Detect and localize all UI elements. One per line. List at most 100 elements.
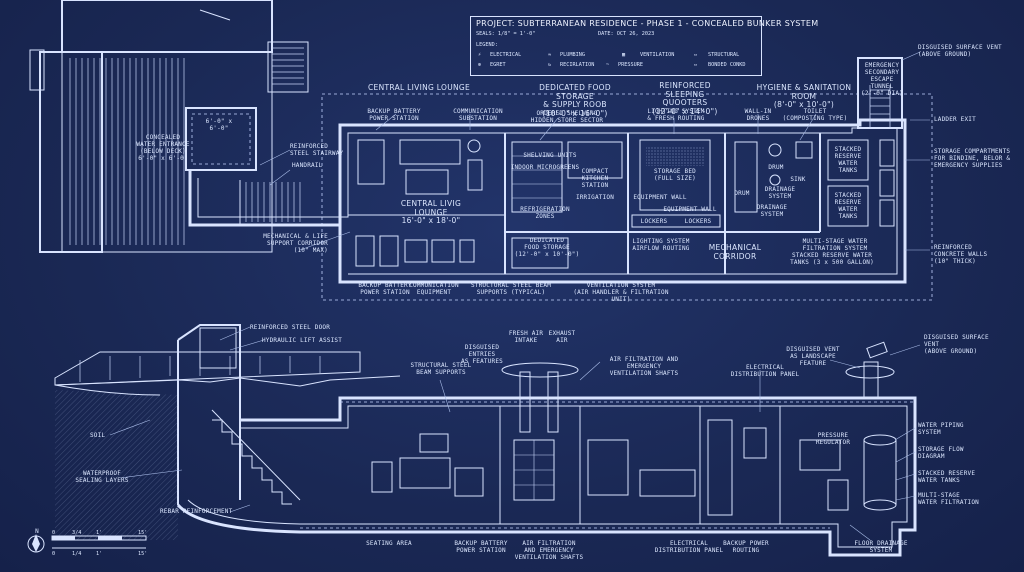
ventilation-icon: ▦ [622,52,626,58]
room-food-storage: DEDICATED FOOD STORAGE & SUPPLY ROOB (10… [539,83,611,118]
scale-bar [27,534,147,553]
callout-surface-vent-top: DISGUISED SURFACE VENT (ABOVE GROUND) [918,44,1002,58]
callout-lighting-airflow: LIGHTING SYSTEM AIRFLOW ROUTING [632,238,690,252]
callout-backup-battery: BACKUP BATTERY POWER STATION [454,540,508,554]
recirculation-icon: ↻ [548,62,552,68]
callout-concealed-hatch: CONCEALED WATER ENTRANCE (BELOW DECK) 6'… [136,134,190,162]
callout-backup-power: BACKUP POWER ROUTING [723,540,769,554]
callout-reinforced-stairway: REINFORCED STEEL STAIRWAY [290,143,344,157]
callout-stacked-reserve: STACKED RESERVE WATER TANKS [918,470,976,484]
callout-compact-kitchen: COMPACT KITCHEN STATION [581,168,609,189]
scale-tick-2: 1' [96,530,103,536]
structural-icon: ▭ [694,52,698,58]
callout-hydraulic: HYDRAULIC LIFT ASSIST [262,337,343,344]
callout-irrigation: IRRIGATION [575,194,615,201]
callout-refrigeration: REFRIGERATION ZONES [520,206,570,220]
callout-storage-flow: STORAGE FLOW DIAGRAM [918,446,964,460]
electrical-icon: ⚡ [478,52,482,58]
callout-shelving-top: ORDERED SHELVING HIDDEN STORE SECTOR [530,110,604,124]
callout-equipment-wall-a: EQUIPMENT WALL [633,194,687,201]
callout-multistage-plan: MULTI-STAGE WATER FILTRATION SYSTEM [802,238,868,252]
callout-structural-steel: STRUCTURAL STEEL BEAM SUPPORTS [410,362,472,376]
callout-exhaust: EXHAUST AIR [548,330,576,344]
callout-communication-top: COMMUNICATION SUBSTATION [453,108,503,122]
callout-indoor-microgreens: INDOOR MICROGREENS [510,164,580,171]
callout-stacked-tanks-a: STACKED RESERVE WATER TANKS [834,146,862,174]
callout-reinforced-walls: REINFORCED CONCRETE WALLS (10" THICK) [934,244,988,265]
callout-storage-compartments: STORAGE COMPARTMENTS FOR BINDINE, BELOR … [934,148,1011,169]
callout-seating: SEATING AREA [366,540,412,547]
scale-tick-3: 15' [138,530,148,536]
legend-plumbing: PLUMBING [560,52,585,58]
callout-drainage: DRAINAGE SYSTEM [764,186,796,200]
callout-shelving-units: SHELVING UNITS [523,152,577,159]
callout-sink: SINK [790,176,806,183]
room-central-living: CENTRAL LIVING LOUNGE [368,83,471,92]
callout-steel-door: REINFORCED STEEL DOOR [250,324,331,331]
callout-handrail: HANDRAIL [292,162,323,169]
scale-tick-b0: 0 [52,551,56,557]
legend-pressure: PRESSURE [618,62,643,68]
callout-emergency-tunnel: EMERGENCY SECONDARY ESCAPE TUNNEL (2'-0"… [861,62,903,97]
concealed-icon: ▭ [694,62,698,68]
callout-ladder-exit: LADDER EXIT [934,116,976,123]
scale-tick-0: 0 [52,530,56,536]
callout-stacked-tanks-b: STACKED RESERVE WATER TANKS [834,192,862,220]
pressure-icon: ~ [606,62,610,68]
scale-tick-b2: 1' [96,551,103,557]
callout-disguised-vent: DISGUISED VENT AS LANDSCAPE FEATURE [786,346,840,367]
callout-electrical-panel-top: ELECTRICAL DISTRIBUTION PANEL [730,364,800,378]
plan-walls [188,57,933,301]
date-note: DATE: OCT 26, 2023 [598,31,655,37]
section-view [54,324,917,557]
legend-recirculation: RECIRLATION [560,62,595,68]
legend-concealed: BONDED CONKD [708,62,746,68]
scale-tick-b1: 1/4 [72,551,82,557]
leader-lines [109,51,930,541]
project-title: PROJECT: SUBTERRANEAN RESIDENCE - PHASE … [476,19,819,28]
egress-icon: ⊕ [478,62,482,68]
callout-air-filtration-top: AIR FILTRATION AND EMERGENCY VENTILATION… [609,356,679,377]
callout-disguised-entries: DISGUISED ENTRIES AS FEATURES [461,344,503,365]
callout-stacked-plan: STACKED RESERVE WATER TANKS (3 x 500 GAL… [790,252,874,266]
legend-egress: EGRET [490,62,506,68]
callout-waterproof: WATERPROOF SEALING LAYERS [75,470,129,484]
callout-drum-b: DRUM [734,190,750,197]
callout-lockers-a: LOCKERS [640,218,668,225]
callout-fresh-air: FRESH AIR INTAKE [508,330,544,344]
plan-furniture [355,139,869,269]
callout-rebar: REBAR REINFORCEMENT [160,508,233,515]
north-arrow-label: N [35,528,39,535]
callout-toilet: TOILET (COMPOSTING TYPE) [782,108,848,122]
callout-floor-drainage: FLOOR DRAINAGE SYSTEM [854,540,908,554]
callout-drum-a: DRUM [768,164,784,171]
callout-disguised-surface: DISGUISED SURFACE VENT (ABOVE GROUND) [924,334,989,355]
room-mechanical-corridor: MECHANICAL CORRIDOR [708,243,762,261]
callout-backup-battery-bottom: BACKUP BATTERY POWER STATION [358,282,412,296]
scale-tick-1: 3/4 [72,530,82,536]
plumbing-icon: ≈ [548,52,552,58]
callout-equipment-wall-b: EQUIPMENT WALL [663,206,717,213]
callout-air-filtration-bottom: AIR FILTRATION AND EMERGENCY VENTILATION… [514,540,584,561]
callout-electrical-bottom: ELECTRICAL DISTRIBUTION PANEL [654,540,724,554]
callout-communication-bottom: COMMUNICATION EQUIPMENT [409,282,459,296]
scale-note: SEALS: 1/8" = 1'-0" [476,31,536,37]
callout-ventilation: VENTILATION SYSTEM (AIR HANDLER & FILTRA… [573,282,669,303]
room-sleeping: REINFORCED SLEEPING QUOOTERS (12'-0" x 1… [652,81,718,116]
callout-hatch-dim: 6'-0" x 6'-0" [205,118,233,132]
room-hygiene: HYGIENE & SANITATION ROOM (8'-0" x 10'-0… [756,83,852,109]
callout-steel-beam: STRUCTURAL STEEL BEAM SUPPORTS (TYPICAL) [470,282,552,296]
legend-box [470,16,762,76]
callout-lighting-top: LIGHTING SYSTEM & FRESH ROUTING [647,108,705,122]
callout-pressure-regulator: PRESSURE REGULATOR [815,432,851,446]
callout-drainage-2: DRAINAGE SYSTEM [756,204,788,218]
room-central-living-inner: CENTRAL LIVIG LOUNGE 16'-0" x 18'-0" [400,199,462,225]
legend-ventilation: VENTILATION [640,52,675,58]
callout-multistage: MULTI-STAGE WATER FILTRATION [918,492,979,506]
scale-tick-b3: 15' [138,551,148,557]
callout-lockers-b: LOCKERS [684,218,712,225]
callout-storage-bed: STORAGE BED (FULL SIZE) [654,168,696,182]
legend-electrical: ELECTRICAL [490,52,522,58]
callout-mech-life-support: MECHANICAL & LIFE SUPPORT CORRIDOR (10" … [263,233,328,254]
